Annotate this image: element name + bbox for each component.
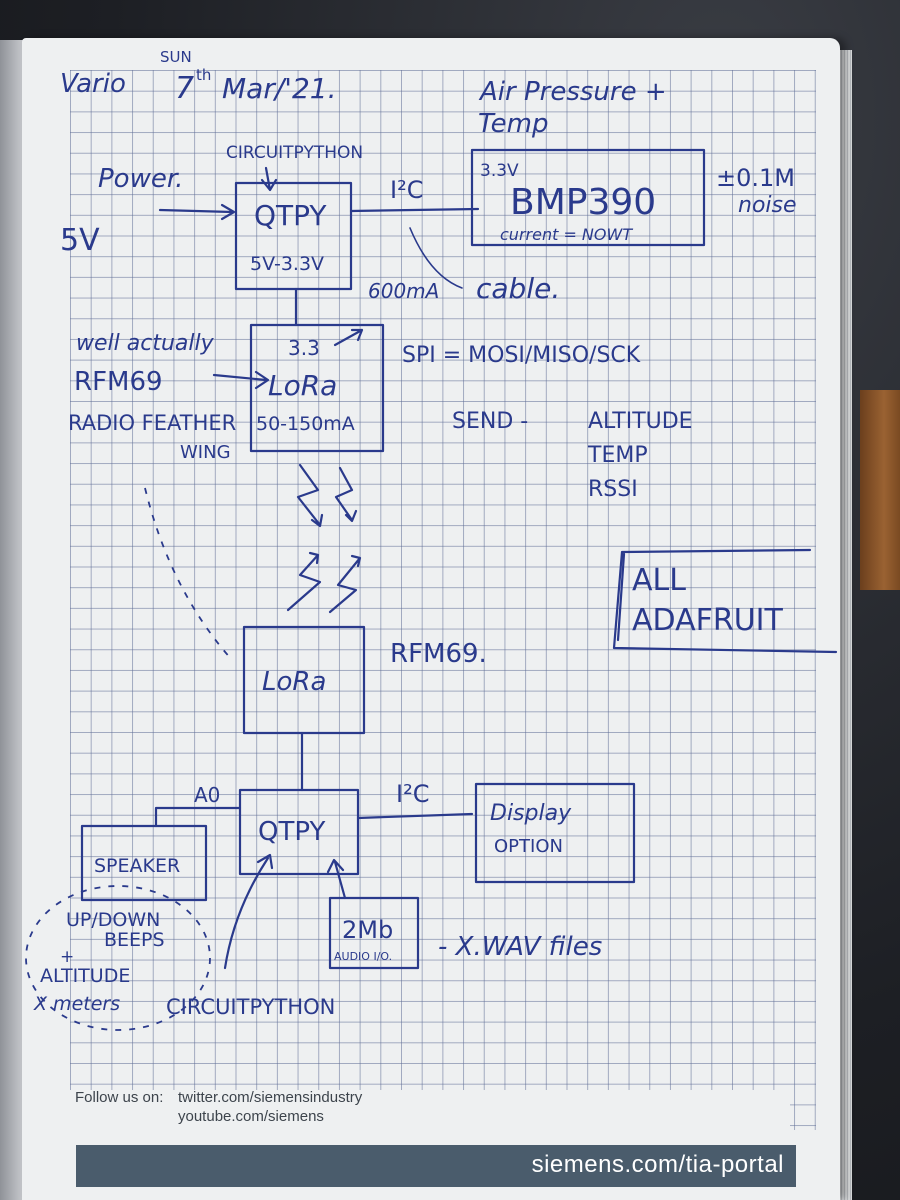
footer-link-twitter[interactable]: twitter.com/siemensindustry — [178, 1089, 363, 1106]
noise-line1: ±0.1M — [716, 164, 795, 192]
storage-box — [328, 896, 420, 970]
i2c-bottom-label: I²C — [396, 780, 429, 808]
current-600-label: 600mA — [368, 279, 439, 303]
radio-note-line2: RFM69 — [74, 367, 163, 397]
footer-follow: Follow us on: twitter.com/siemensindustr… — [75, 1088, 362, 1125]
bmp390-name: BMP390 — [510, 182, 656, 223]
spi-label: SPI = MOSI/MISO/SCK — [402, 343, 641, 368]
qtpy-bottom-box — [238, 788, 360, 876]
radio-note-line1: well actually — [76, 331, 215, 356]
header-day: SUN — [160, 48, 192, 66]
header-date-num: 7 — [175, 71, 194, 106]
send-item-rssi: RSSI — [588, 477, 638, 502]
header-title: Vario — [60, 69, 126, 99]
circuitpython-top-label: CIRCUITPYTHON — [226, 143, 363, 163]
send-label: SEND - — [452, 409, 528, 434]
rfm69-label: RFM69. — [390, 639, 487, 669]
qtpy-bottom-label: QTPY — [258, 817, 325, 847]
footer-url[interactable]: siemens.com/tia-portal — [531, 1151, 784, 1178]
sensor-heading-line1: Air Pressure + — [478, 77, 667, 107]
a0-label: A0 — [194, 783, 220, 807]
lora-bottom-box — [242, 625, 366, 735]
beeps-line3: ALTITUDE — [40, 965, 130, 987]
radio-note-line4: WING — [180, 442, 231, 463]
i2c-top-line — [349, 207, 480, 213]
storage-sub: AUDIO I/O. — [334, 950, 392, 963]
display-line2: OPTION — [494, 836, 563, 857]
bmp390-voltage: 3.3V — [480, 161, 519, 181]
lora-top-corner-arrow — [333, 328, 364, 347]
beeps-line4: X meters — [33, 993, 120, 1015]
dashed-link — [144, 487, 233, 661]
bmp390-current: current = NOWT — [500, 225, 633, 244]
lora-bottom-label: LoRa — [262, 667, 326, 697]
speaker-label: SPEAKER — [94, 855, 180, 877]
adafruit-box — [612, 548, 838, 654]
send-item-temp: TEMP — [587, 443, 648, 468]
qtpy-top-label: QTPY — [254, 199, 327, 232]
noise-line2: noise — [738, 193, 797, 218]
page-stack-edge — [836, 50, 852, 1200]
beeps-line2: BEEPS — [104, 929, 165, 951]
header-date-rest: Mar/'21. — [222, 72, 337, 105]
wav-label: - X.WAV files — [438, 932, 602, 962]
qtpy-top-box — [234, 181, 353, 291]
lora-top-box — [249, 323, 385, 453]
a0-line — [154, 806, 242, 828]
cable-label: cable. — [476, 272, 560, 305]
beeps-bubble — [25, 885, 211, 1031]
beeps-plus: + — [60, 947, 74, 967]
qtpy-top-regulator: 5V-3.3V — [250, 253, 324, 275]
footer-follow-label: Follow us on: — [75, 1089, 164, 1106]
circuitpython-top-arrow — [260, 166, 278, 192]
i2c-top-label: I²C — [390, 176, 423, 204]
footer-bar: siemens.com/tia-portal — [76, 1145, 796, 1187]
circuitpython-bottom-arrow — [223, 853, 274, 970]
lora-top-voltage: 3.3 — [288, 336, 320, 360]
sensor-heading-line2: Temp — [478, 109, 549, 139]
beeps-line1: UP/DOWN — [66, 909, 160, 931]
lora-top-current: 50-150mA — [256, 413, 355, 435]
circuitpython-bottom-label: CIRCUITPYTHON — [166, 995, 335, 1019]
lora-top-label: LoRa — [268, 369, 337, 402]
display-box — [474, 782, 636, 884]
display-line1: Display — [490, 801, 572, 826]
adafruit-line2: ADAFRUIT — [632, 603, 784, 638]
cable-pointer — [409, 227, 463, 289]
storage-arrow — [326, 858, 347, 900]
adafruit-line1: ALL — [632, 563, 686, 598]
radio-wave-up-icon — [286, 551, 362, 614]
footer-link-youtube[interactable]: youtube.com/siemens — [178, 1108, 324, 1125]
wood-surface — [860, 390, 900, 590]
grid-paper — [70, 70, 816, 1130]
bmp390-box — [470, 148, 706, 247]
power-arrow — [158, 203, 236, 221]
speaker-box — [80, 824, 208, 902]
radio-note-line3: RADIO FEATHER — [68, 411, 236, 435]
storage-label: 2Mb — [342, 916, 393, 944]
voltage-5v-label: 5V — [60, 223, 100, 258]
power-label: Power. — [98, 164, 183, 194]
header-date-sup: th — [196, 66, 211, 84]
rfm69-arrow — [212, 370, 270, 390]
send-item-altitude: ALTITUDE — [588, 409, 693, 434]
radio-wave-down-icon — [296, 463, 358, 528]
i2c-bottom-line — [356, 812, 474, 820]
